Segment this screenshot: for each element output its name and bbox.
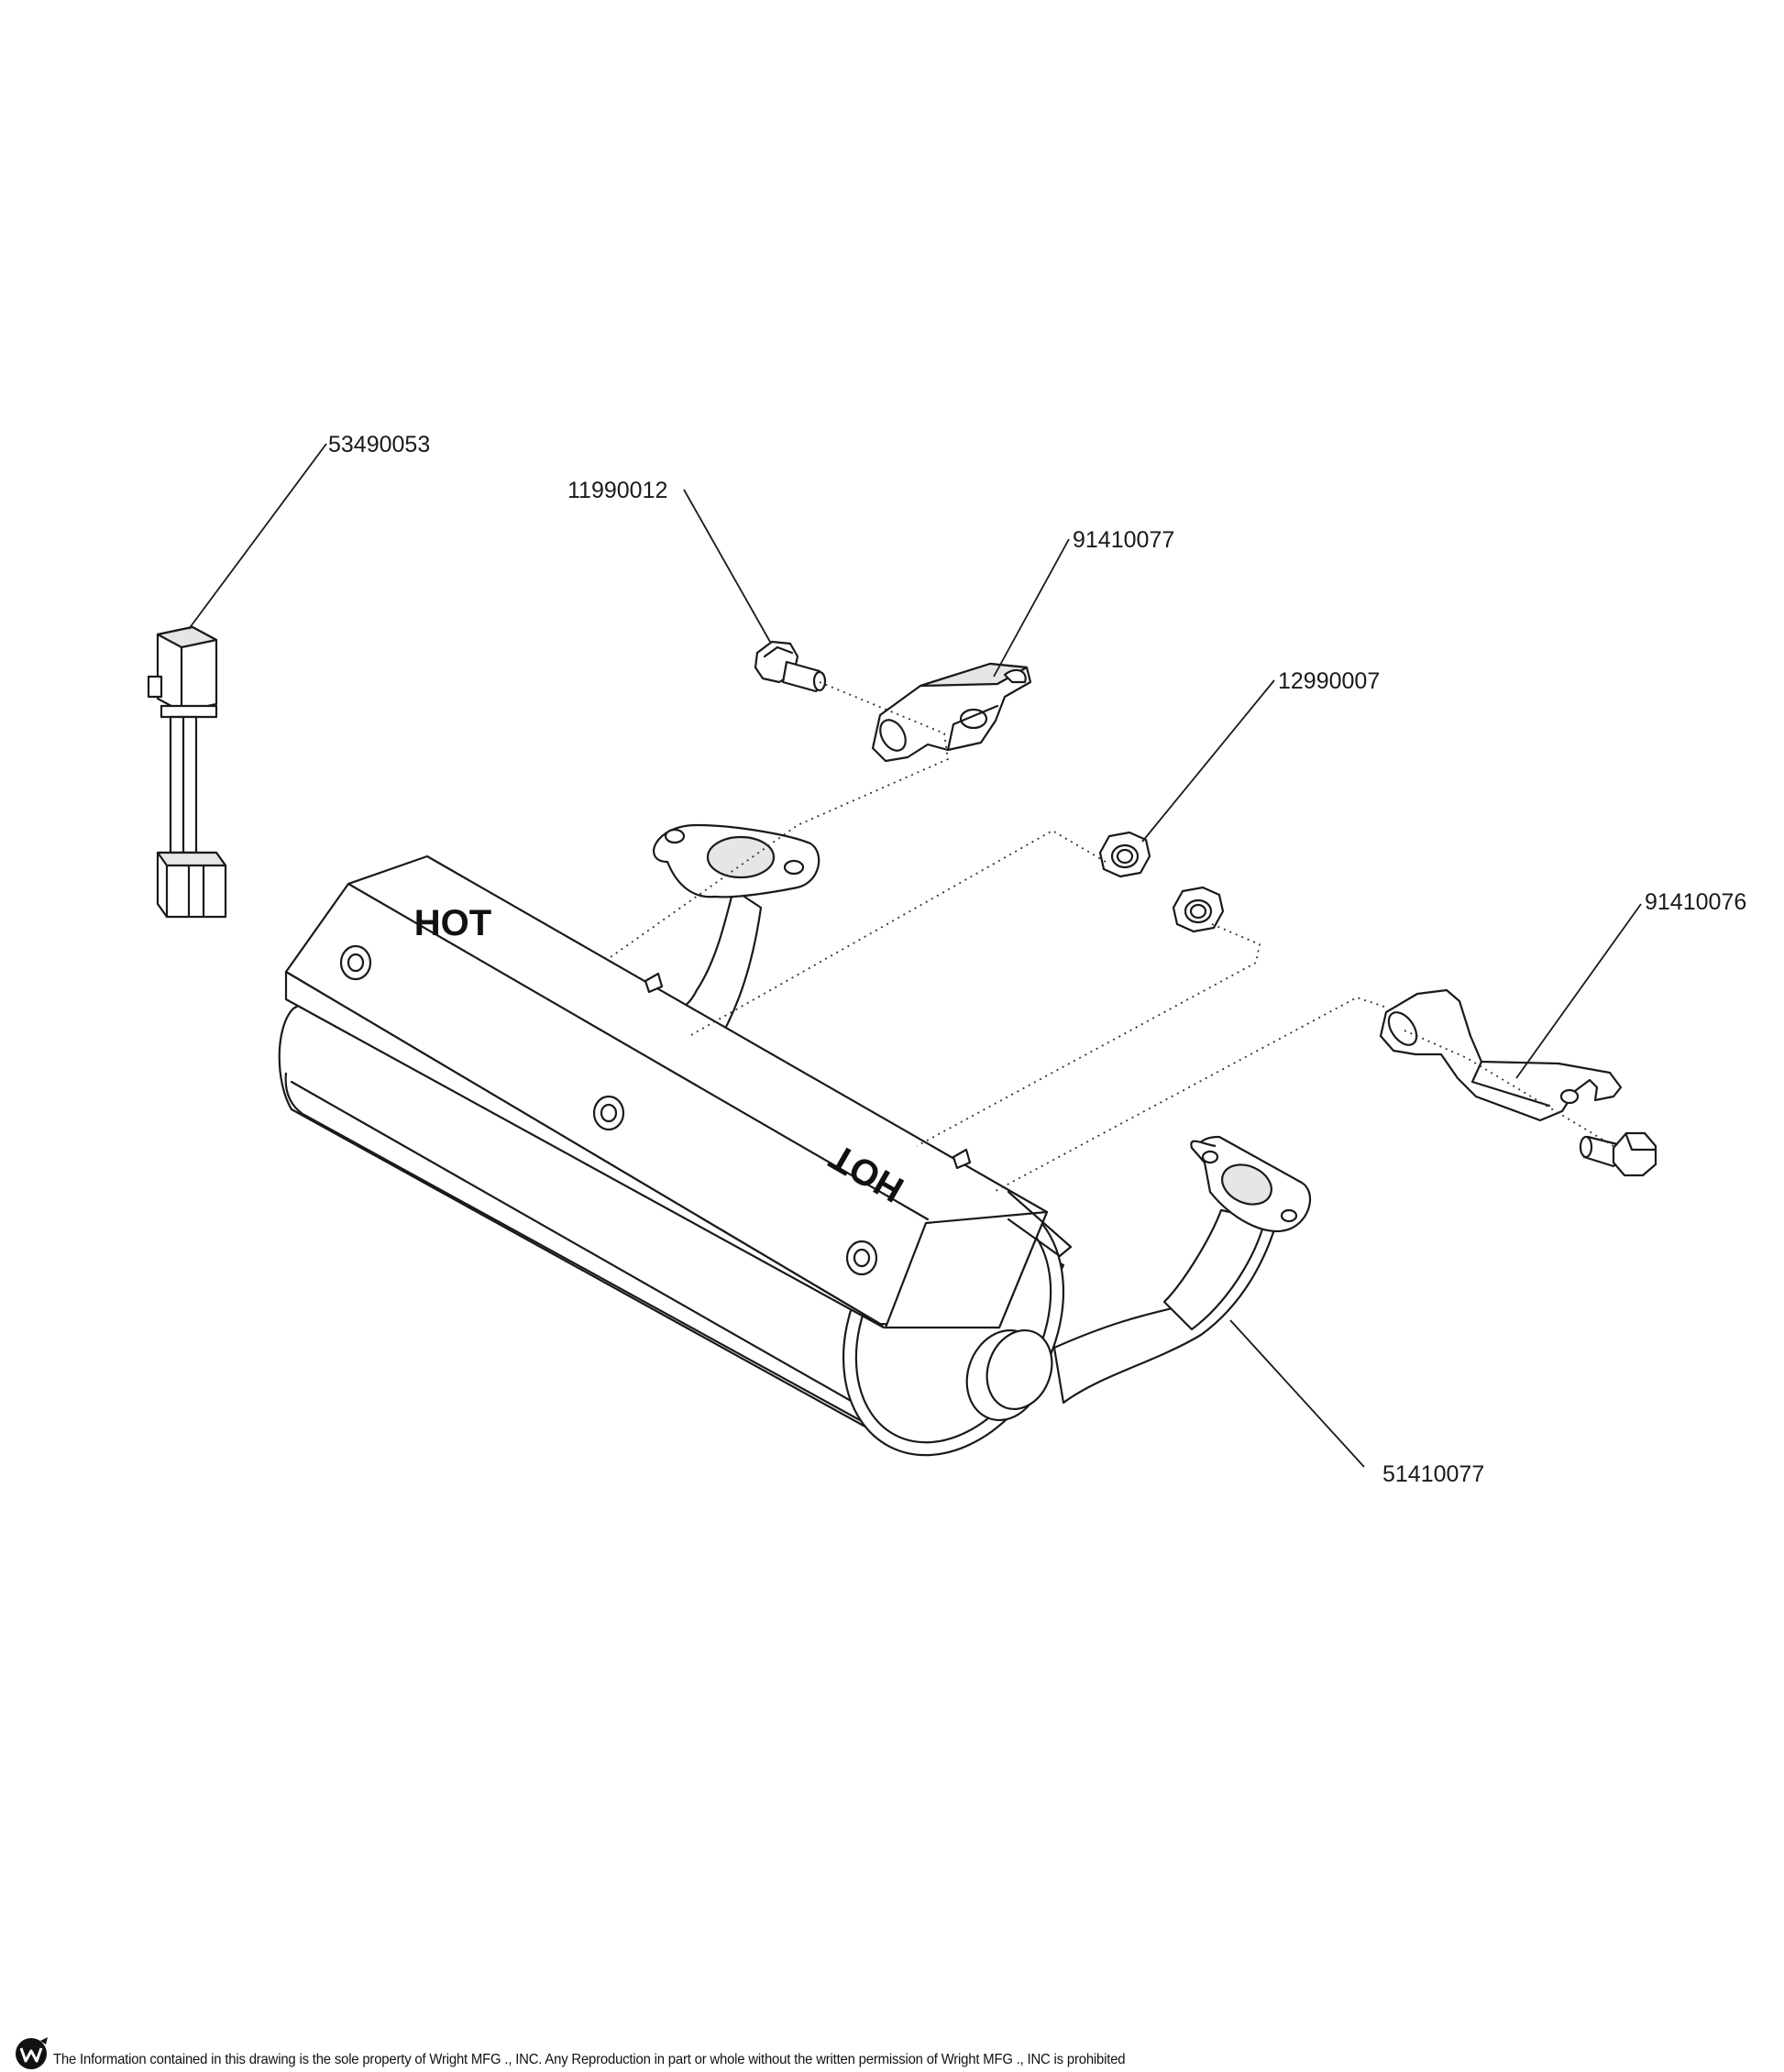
assembly-lines — [610, 681, 1614, 1193]
bracket-right-drawing — [1379, 988, 1623, 1122]
footer: The Information contained in this drawin… — [0, 2037, 1784, 2070]
flange-nut-drawing — [1098, 831, 1225, 933]
part-label-51410077: 51410077 — [1382, 1461, 1484, 1487]
bolt-top-drawing — [754, 640, 827, 693]
wright-mfg-logo-icon — [16, 2037, 48, 2069]
hot-decal-1: HOT — [414, 903, 491, 943]
part-label-12990007: 12990007 — [1278, 668, 1380, 694]
sensor-harness-drawing — [147, 625, 227, 919]
copyright-notice: The Information contained in this drawin… — [53, 2052, 1126, 2067]
part-label-53490053: 53490053 — [328, 432, 430, 457]
bolt-right-drawing — [1579, 1131, 1657, 1177]
part-label-11990012: 11990012 — [567, 478, 667, 503]
part-labels: 53490053 11990012 91410077 12990007 9141… — [328, 432, 1746, 1487]
part-label-91410077: 91410077 — [1073, 527, 1174, 553]
muffler-drawing: HOT HOT — [278, 823, 1311, 1457]
part-label-91410076: 91410076 — [1645, 889, 1746, 915]
bracket-top-drawing — [871, 662, 1032, 763]
leader-lines — [188, 443, 1642, 1468]
